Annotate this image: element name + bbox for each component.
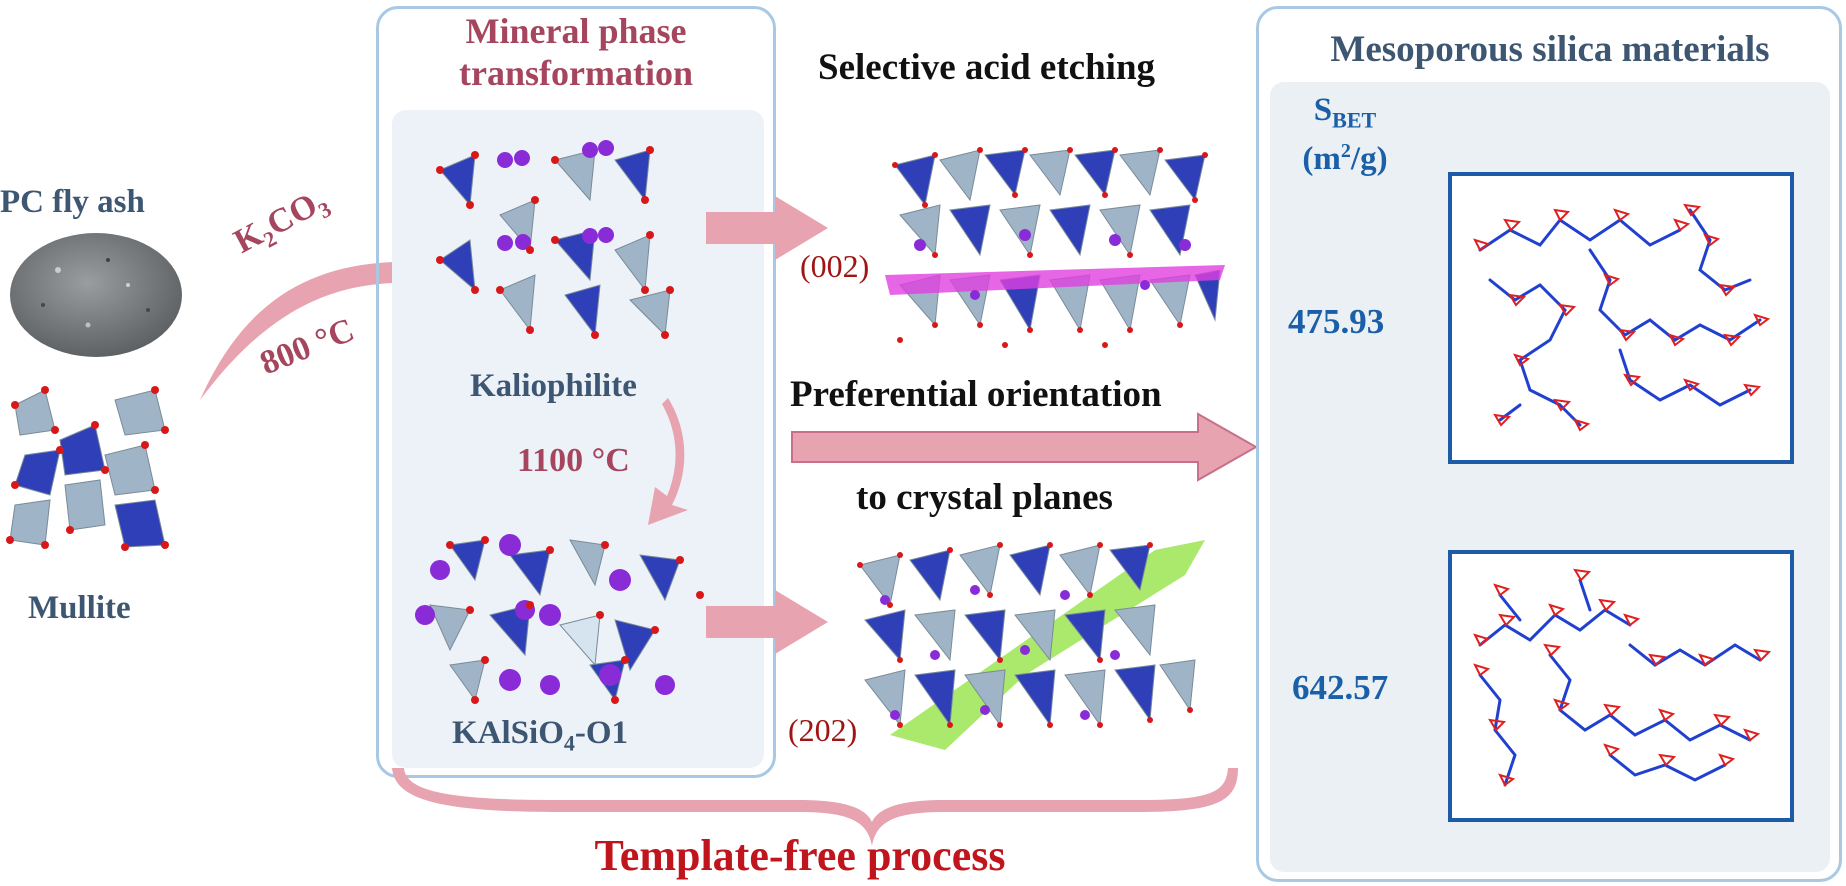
sbet-value-2: 642.57 xyxy=(1292,668,1389,707)
etch-title: Selective acid etching xyxy=(818,47,1156,88)
kaliophilite-structure xyxy=(436,140,674,339)
unit-open: (m xyxy=(1302,141,1341,177)
fly-ash-image xyxy=(10,233,182,357)
orientation-line2: to crystal planes xyxy=(856,477,1113,518)
unit-sup: 2 xyxy=(1340,140,1351,162)
etched-structure-202 xyxy=(857,540,1205,750)
orientation-line1: Preferential orientation xyxy=(790,374,1162,415)
sbet-label: SBET xyxy=(1285,92,1405,134)
mesoporous-panel xyxy=(1256,6,1842,882)
plane-202-label: (202) xyxy=(788,712,858,748)
mesoporous-title: Mesoporous silica materials xyxy=(1330,29,1770,70)
mineral-phase-panel xyxy=(376,6,776,778)
unit-close: /g) xyxy=(1350,141,1388,177)
template-free-label: Template-free process xyxy=(594,831,1006,880)
kalsio4-label: KAlSiO4-O1 xyxy=(452,715,628,757)
kalsio4-sub: 4 xyxy=(563,730,575,756)
fly-ash-label: PC fly ash xyxy=(0,184,145,220)
temp-1100-label: 1100 °C xyxy=(517,442,630,479)
kaliophilite-label: Kaliophilite xyxy=(470,368,637,404)
sbet-sub: BET xyxy=(1332,107,1377,133)
sbet-value-1: 475.93 xyxy=(1288,302,1385,341)
plane-002-label: (002) xyxy=(800,248,870,284)
framework-structure-1 xyxy=(1473,203,1771,432)
mineral-phase-title: Mineral phase transformation xyxy=(459,11,693,93)
mullite-structure xyxy=(6,386,169,551)
kalsio4-structure xyxy=(415,534,704,704)
etched-structure-002 xyxy=(885,147,1225,348)
kalsio4-main: KAlSiO xyxy=(452,715,564,751)
sbet-main: S xyxy=(1313,92,1333,128)
mullite-label: Mullite xyxy=(28,590,131,626)
framework-structure-2 xyxy=(1473,568,1772,787)
kalsio4-suffix: -O1 xyxy=(574,715,629,751)
mineral-phase-inner xyxy=(392,110,764,768)
sbet-unit: (m2/g) xyxy=(1280,140,1410,178)
